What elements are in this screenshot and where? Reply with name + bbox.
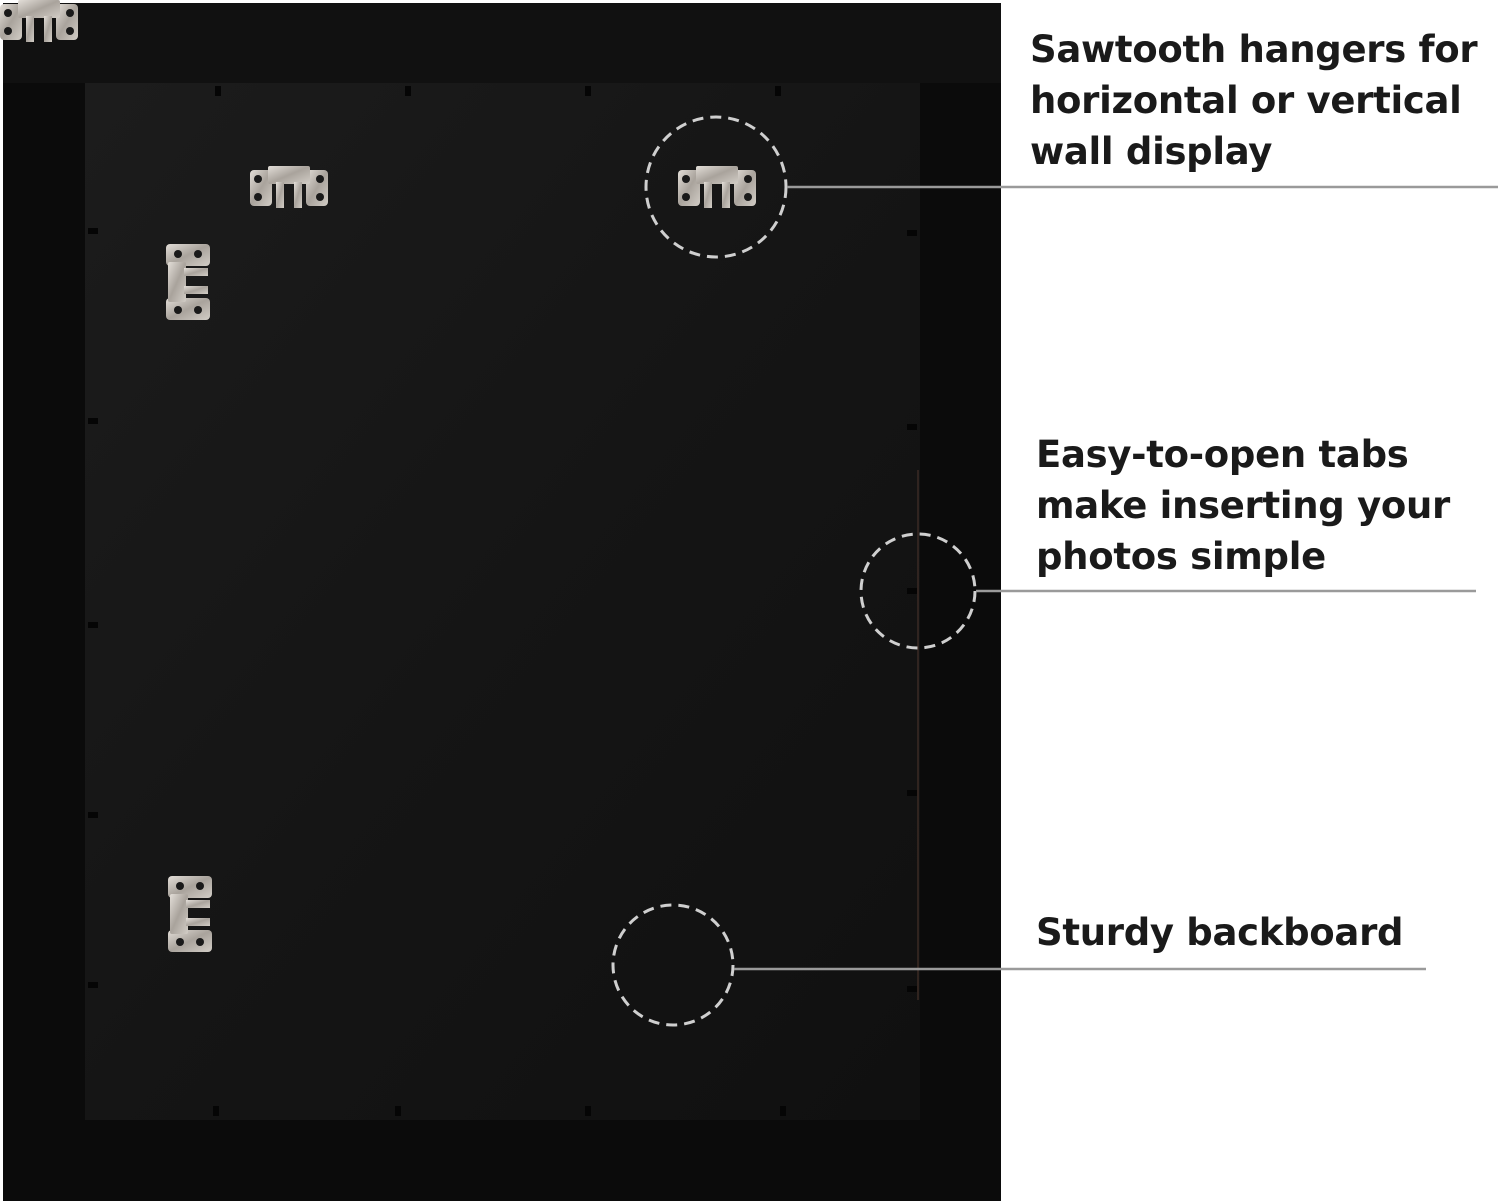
- tab: [88, 228, 98, 234]
- callout-line-text: photos simple: [1036, 535, 1326, 578]
- sawtooth-hanger-icon: [168, 876, 212, 952]
- tab: [907, 424, 917, 430]
- highlight-circle-hanger: [644, 115, 788, 259]
- tab: [213, 1106, 219, 1116]
- tab: [88, 982, 98, 988]
- frame-top-rail: [3, 3, 1001, 83]
- tab: [88, 622, 98, 628]
- callout-sturdy-backboard: Sturdy backboard: [1036, 907, 1404, 958]
- tab: [215, 86, 221, 96]
- callout-line-text: make inserting your: [1036, 484, 1451, 527]
- backboard: [85, 83, 920, 1120]
- tab: [88, 812, 98, 818]
- callout-sawtooth-hangers: Sawtooth hangers for horizontal or verti…: [1030, 24, 1478, 177]
- callout-line-text: Easy-to-open tabs: [1036, 433, 1409, 476]
- callout-line-text: wall display: [1030, 130, 1273, 173]
- tab: [775, 86, 781, 96]
- sawtooth-hanger-icon: [166, 244, 210, 320]
- highlight-circle-tab: [859, 532, 977, 650]
- callout-line-text: horizontal or vertical: [1030, 79, 1462, 122]
- tab: [780, 1106, 786, 1116]
- tab: [907, 790, 917, 796]
- callout-line-text: Sturdy backboard: [1036, 911, 1404, 954]
- tab: [88, 418, 98, 424]
- tab: [907, 230, 917, 236]
- tab: [907, 588, 917, 594]
- tab: [405, 86, 411, 96]
- tab: [585, 1106, 591, 1116]
- highlight-circle-backboard: [611, 903, 735, 1027]
- retaining-tabs: [88, 86, 917, 1116]
- tab: [585, 86, 591, 96]
- callout-line-text: Sawtooth hangers for: [1030, 28, 1478, 71]
- tab: [395, 1106, 401, 1116]
- callout-easy-open-tabs: Easy-to-open tabs make inserting your ph…: [1036, 429, 1450, 582]
- tab: [907, 986, 917, 992]
